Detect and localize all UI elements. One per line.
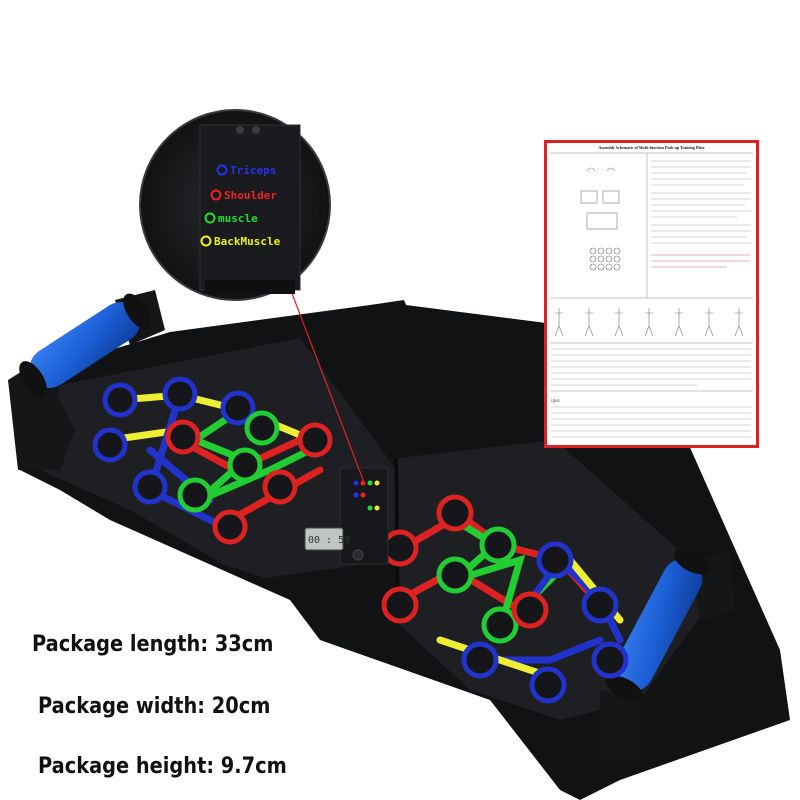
instruction-manual: Assembly Schematic of Multi-function Pus… [544,140,759,448]
zoom-legend: Triceps Shoulder muscle BackMuscle [200,164,281,248]
legend-item-shoulder: Shoulder [210,189,277,202]
control-panel: 00 : 59 [304,467,389,565]
svg-text:Triceps: Triceps [230,164,276,177]
manual-qa-heading: Q&A [551,398,560,403]
zoom-callout [139,109,331,301]
legend-item-triceps: Triceps [216,164,276,177]
legend-item-muscle: muscle [204,212,258,225]
spec-package-length: Package length: 33cm [32,632,274,657]
timer-readout: 00 : 59 [308,535,350,546]
svg-text:BackMuscle: BackMuscle [214,235,281,248]
manual-title: Assembly Schematic of Multi-function Pus… [598,145,705,150]
svg-text:muscle: muscle [218,212,258,225]
manual-diagram [550,152,753,438]
left-panel-rings [92,376,333,545]
timer-button[interactable] [352,549,364,561]
left-handle[interactable] [8,289,165,470]
callout-line [284,274,366,486]
spec-package-height: Package height: 9.7cm [38,754,287,779]
spec-package-width: Package width: 20cm [38,694,271,719]
right-panel-rings [381,494,629,704]
legend-item-backmuscle: BackMuscle [200,235,281,248]
timer-display [304,527,344,551]
right-handle[interactable] [600,543,735,760]
svg-text:Shoulder: Shoulder [224,189,277,202]
